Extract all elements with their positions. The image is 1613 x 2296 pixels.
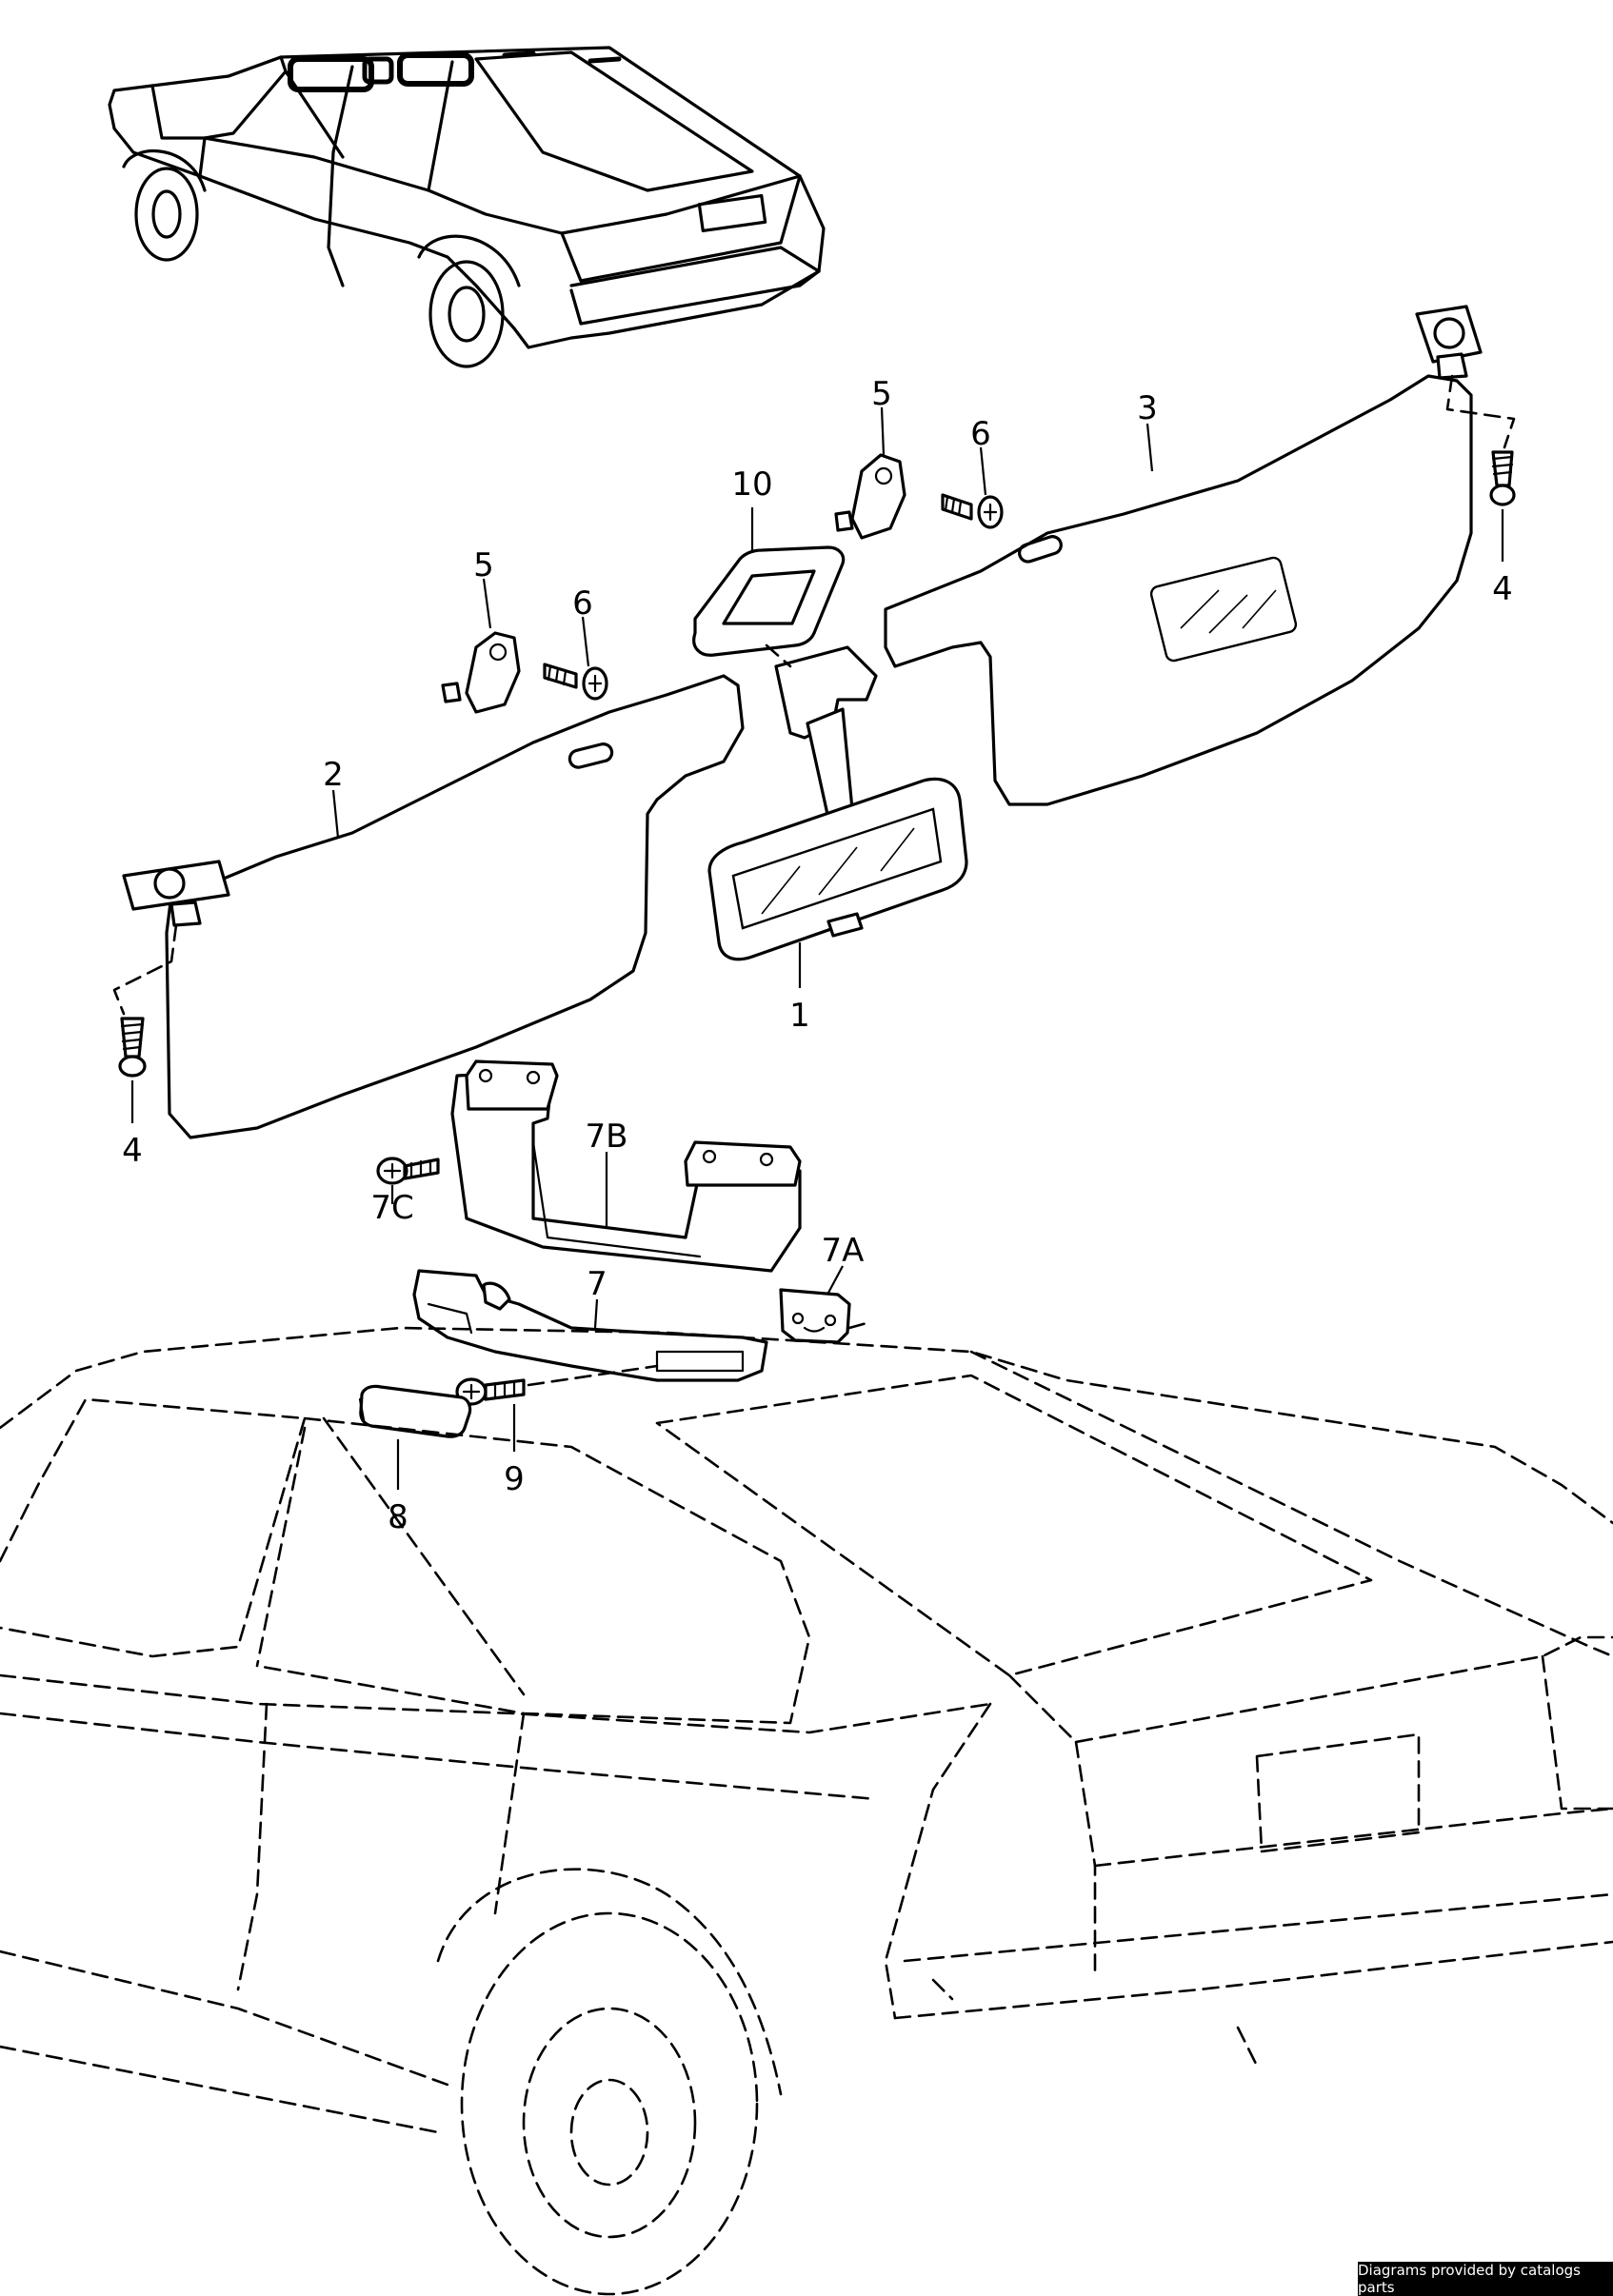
screw-4-right [1489, 450, 1516, 506]
callout-labels: 1 2 3 4 4 5 5 6 6 7 7A 7B 7C 8 9 10 [122, 375, 1513, 1536]
grab-handle [412, 1269, 768, 1382]
screw-4-left [118, 1017, 147, 1078]
callout-9: 9 [504, 1460, 525, 1498]
callout-10: 10 [731, 465, 772, 504]
visor-clip-right [834, 453, 906, 540]
callout-7: 7 [587, 1265, 607, 1303]
callout-7b: 7B [586, 1118, 628, 1156]
callout-7a: 7A [822, 1232, 865, 1270]
callout-4-right: 4 [1492, 570, 1513, 608]
screw-7c [376, 1157, 440, 1185]
callout-4-left: 4 [122, 1132, 143, 1170]
callout-6-right: 6 [970, 415, 991, 453]
interior-light-frame [692, 545, 846, 657]
handle-bracket [450, 1059, 802, 1273]
callout-5-left: 5 [473, 546, 494, 584]
overview-car [108, 46, 826, 368]
leader-lines [130, 406, 1504, 1490]
callout-7c: 7C [370, 1189, 413, 1227]
screw-right [941, 493, 1004, 529]
visor-clip-left [441, 631, 521, 714]
callout-8: 8 [388, 1498, 408, 1536]
callout-2: 2 [323, 756, 344, 794]
dash-line-frame [765, 643, 792, 668]
dash-line-handle [527, 1364, 659, 1387]
screw-left [543, 663, 608, 701]
plug-cap [358, 1384, 472, 1438]
dash-line-cover [847, 1321, 868, 1330]
callout-3: 3 [1137, 389, 1158, 427]
large-car [0, 1326, 1613, 2296]
callout-6-left: 6 [572, 584, 593, 623]
credit-badge: Diagrams provided by catalogs parts [1358, 2262, 1613, 2296]
sun-visor-right [884, 305, 1483, 806]
callout-5-right: 5 [871, 375, 892, 413]
handle-cover [779, 1288, 851, 1344]
sun-visor-left [122, 674, 745, 1139]
callout-1: 1 [789, 997, 810, 1035]
rear-view-mirror [707, 645, 968, 961]
